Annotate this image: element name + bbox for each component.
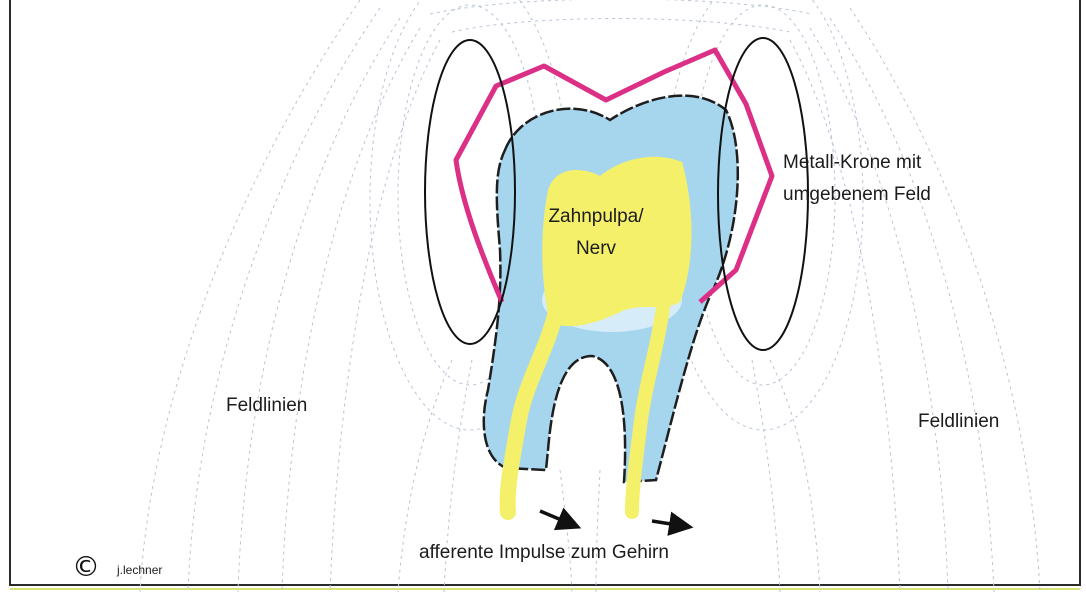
field-line <box>596 470 600 592</box>
field-line <box>850 8 1040 592</box>
field-line <box>830 18 994 592</box>
field-lines-label-right: Feldlinien <box>918 411 999 432</box>
field-lines-label-left: Feldlinien <box>226 395 307 416</box>
pulp-label-line-1: Zahnpulpa/ <box>548 206 644 227</box>
author-credit: j.lechner <box>116 563 162 577</box>
crown-label-line-1: Metall-Krone mit <box>783 152 922 173</box>
impulse-arrow-right <box>652 521 690 527</box>
field-line <box>790 40 900 592</box>
field-line <box>282 28 420 592</box>
field-line <box>140 0 360 592</box>
field-line <box>810 28 948 592</box>
field-line <box>770 360 820 592</box>
copyright-icon: © <box>72 550 100 583</box>
field-line <box>330 40 440 592</box>
field-line <box>430 0 812 14</box>
pulp-label-line-2: Nerv <box>576 238 617 259</box>
crown-label-line-2: umgebenem Feld <box>783 184 931 205</box>
field-line <box>188 8 380 592</box>
field-line <box>238 18 400 592</box>
field-line <box>560 470 572 592</box>
impulse-arrow-left <box>540 511 578 527</box>
field-line <box>752 360 780 592</box>
afferent-impulse-label: afferente Impulse zum Gehirn <box>419 542 669 563</box>
